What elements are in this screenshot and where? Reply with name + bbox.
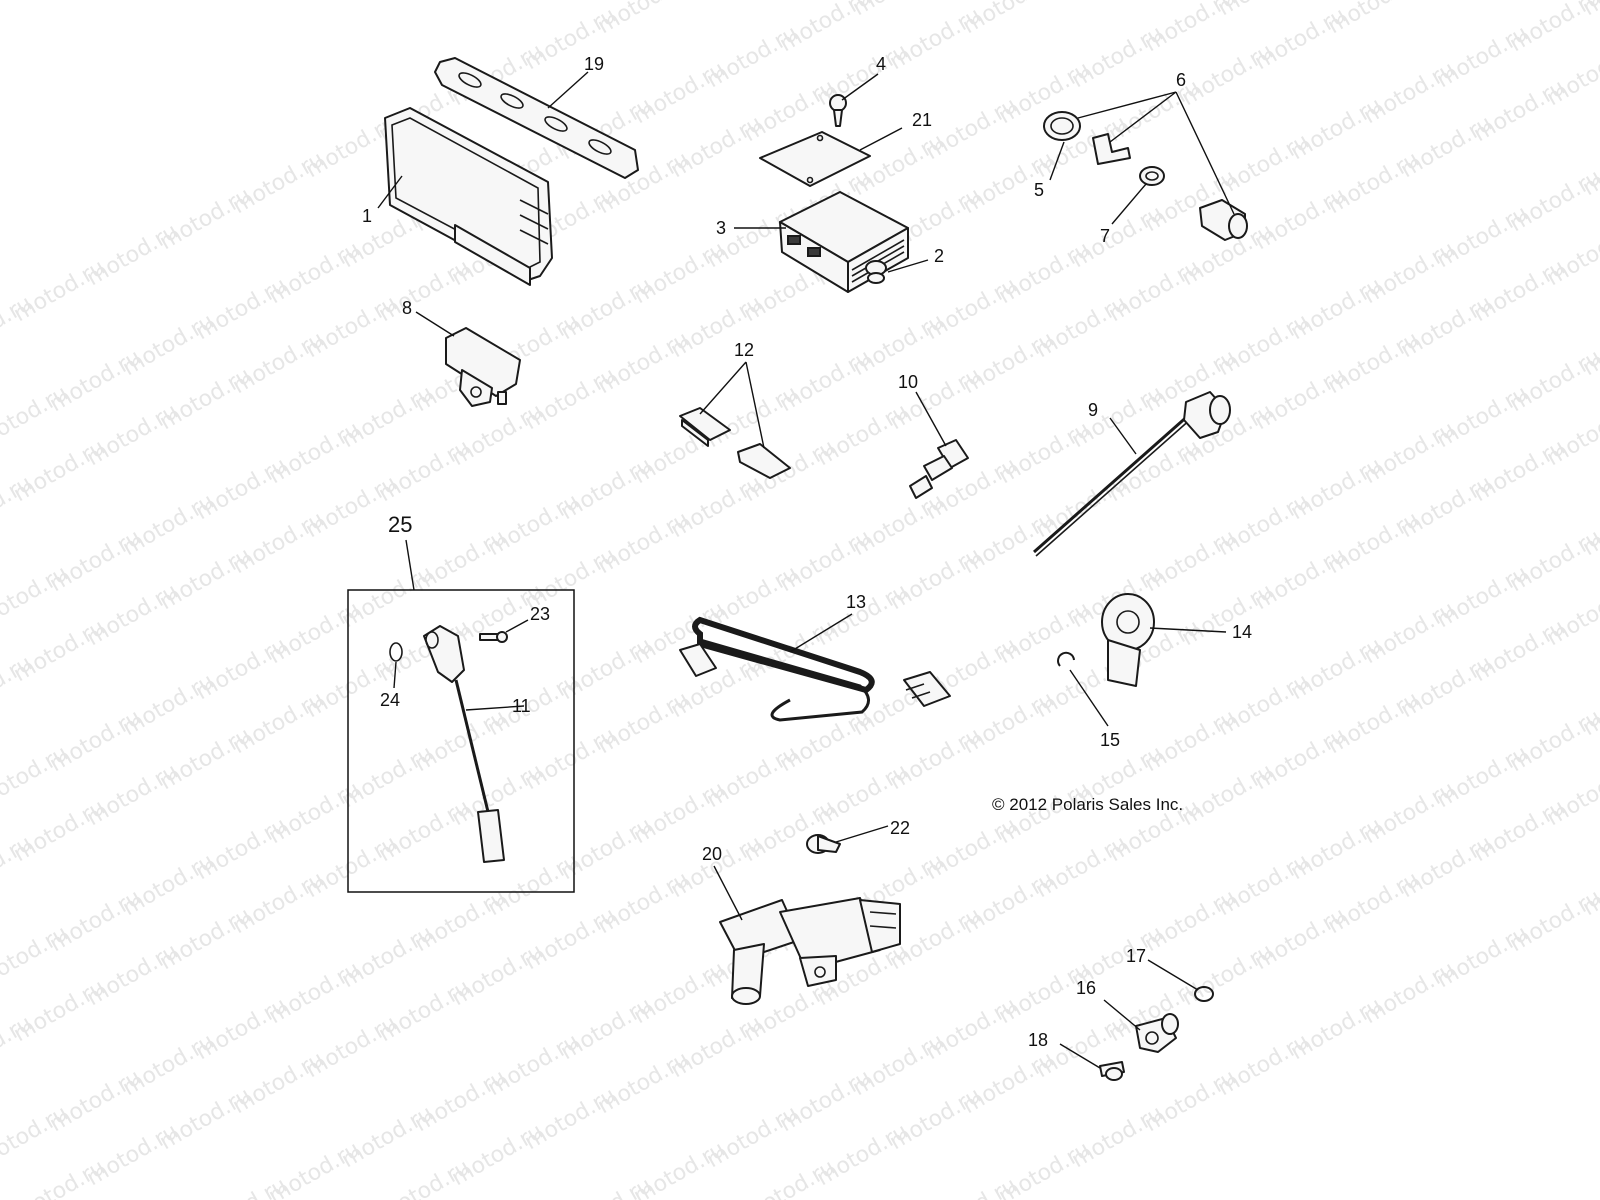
callout-2: 2 (934, 246, 944, 266)
watermark-text: motod.ru (1543, 219, 1600, 291)
watermark-text: motod.ru (667, 0, 767, 3)
callout-10: 10 (898, 372, 918, 392)
part-13-harness (679, 616, 951, 722)
callout-20: 20 (702, 844, 722, 864)
part-14-knock-sensor (1101, 593, 1155, 687)
callout-4: 4 (876, 54, 886, 74)
callout-8: 8 (402, 298, 412, 318)
part-21-cover (759, 131, 871, 187)
watermark-text: motod.ru (1543, 759, 1600, 831)
part-17-washer (1194, 986, 1214, 1002)
part-18-bolt (1099, 1061, 1125, 1081)
callout-12: 12 (734, 340, 754, 360)
part-9-probe (1033, 391, 1231, 557)
callout-25: 25 (388, 512, 412, 537)
callout-6: 6 (1176, 70, 1186, 90)
part-12-fuses (679, 407, 791, 479)
part-6-clip (1092, 133, 1131, 165)
part-23-screw (479, 631, 508, 643)
callout-1: 1 (362, 206, 372, 226)
callout-3: 3 (716, 218, 726, 238)
part-3-module (779, 191, 909, 293)
part-7-washer (1139, 166, 1165, 186)
callout-18: 18 (1028, 1030, 1048, 1050)
callout-13: 13 (846, 592, 866, 612)
callout-9: 9 (1088, 400, 1098, 420)
watermark-text: motod.ru (1214, 0, 1314, 21)
callout-24: 24 (380, 690, 400, 710)
part-22-screw (806, 834, 841, 854)
callout-17: 17 (1126, 946, 1146, 966)
callout-11: 11 (512, 696, 531, 716)
kit-25-box (347, 589, 575, 893)
part-24-oring (389, 642, 403, 662)
callout-5: 5 (1034, 180, 1044, 200)
callout-23: 23 (530, 604, 550, 624)
part-8-map-sensor (445, 327, 521, 407)
watermark-text: motod.ru (1543, 579, 1600, 651)
callout-19: 19 (584, 54, 604, 74)
watermark-text: motod.ru (1543, 399, 1600, 471)
part-11-sensor (423, 625, 505, 863)
watermark-text: motod.ru (1032, 0, 1132, 3)
part-15-clip (1057, 651, 1075, 667)
copyright-text: © 2012 Polaris Sales Inc. (992, 795, 1183, 814)
part-16-sensor (1135, 1013, 1179, 1053)
watermark-text: motod.ru (1397, 0, 1497, 3)
watermark-text: motod.ru (1543, 39, 1600, 111)
part-10-temp-sensor (909, 439, 969, 499)
part-20-valve (719, 897, 901, 1005)
callout-15: 15 (1100, 730, 1120, 750)
callout-14: 14 (1232, 622, 1252, 642)
part-2-grommet (865, 260, 887, 284)
part-4-screw (829, 94, 847, 127)
leader-lines (377, 71, 1235, 1069)
callout-labels: 1 2 3 4 5 6 7 8 9 10 11 12 13 14 15 16 1… (362, 54, 1252, 1050)
part-6-sensor (1199, 199, 1248, 241)
part-1-ecu (384, 107, 553, 286)
part-5-cap (1043, 111, 1081, 141)
callout-21: 21 (912, 110, 932, 130)
watermark-text: motod.ru (849, 0, 949, 21)
part-19-bracket (434, 57, 639, 179)
callout-22: 22 (890, 818, 910, 838)
callout-7: 7 (1100, 226, 1110, 246)
callout-16: 16 (1076, 978, 1096, 998)
